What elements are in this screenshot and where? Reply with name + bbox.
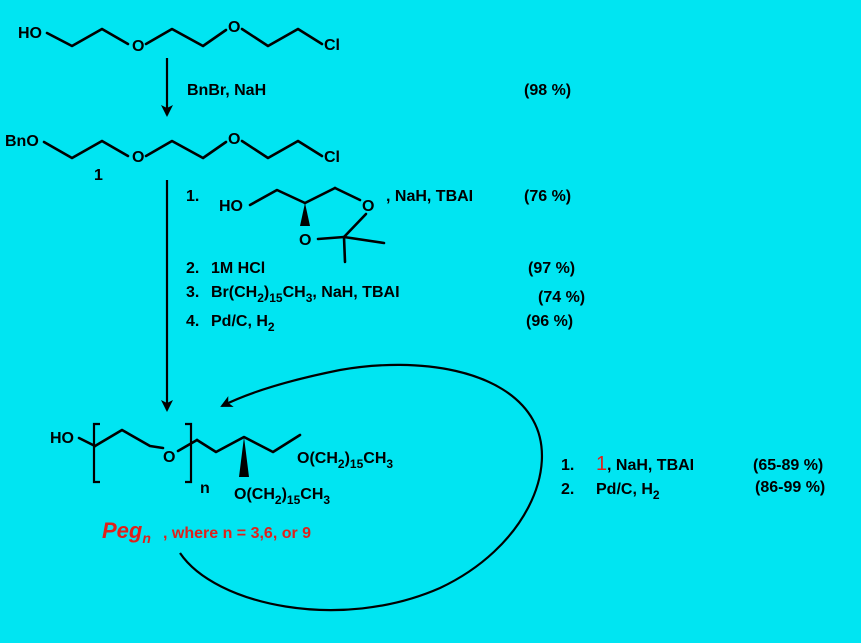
c1-o1: O: [132, 149, 144, 166]
step-4-reagents: Pd/C, H2: [211, 313, 275, 334]
peg-description: , where n = 3,6, or 9: [163, 525, 311, 542]
cycle-step1-ref: 1: [596, 453, 607, 475]
step1-yield: (98 %): [524, 82, 571, 99]
step-3-yield: (74 %): [538, 289, 585, 306]
start-cl: Cl: [324, 37, 340, 54]
solketal-ch2: [303, 186, 337, 205]
solketal-ring-top: [333, 186, 362, 202]
step-2-num: 2.: [186, 260, 199, 277]
cycle-step1-yield: (65-89 %): [753, 457, 823, 474]
product-structure: HO O n O(CH2)15CH3 O(CH2)15CH3: [50, 422, 393, 507]
bracket-right: [185, 422, 193, 484]
cycle-arrow: [179, 363, 543, 612]
start-chain-3: [240, 27, 324, 48]
start-ho: HO: [18, 25, 42, 42]
cycle-step1-reagents: , NaH, TBAI: [607, 457, 694, 474]
product-wedge: [239, 437, 249, 477]
step-4-yield: (96 %): [526, 313, 573, 330]
step-1-reagents: , NaH, TBAI: [386, 188, 473, 205]
product-o-bond: [176, 438, 199, 453]
starting-material: HO O O Cl: [18, 19, 340, 55]
product-n: n: [200, 480, 210, 497]
solketal-methyl-2: [342, 235, 386, 245]
solketal-wedge: [300, 203, 310, 226]
product-ho-bond: [77, 436, 97, 448]
solketal-structure: HO O O: [219, 186, 386, 264]
product-glycerol-chain: [195, 433, 302, 454]
step-1-num: 1.: [186, 188, 199, 205]
step-1-yield: (76 %): [524, 188, 571, 205]
c1-cl: Cl: [324, 149, 340, 166]
step-4-num: 4.: [186, 313, 199, 330]
step-3-reagents: Br(CH2)15CH3, NaH, TBAI: [211, 284, 400, 305]
cycle-step1-num: 1.: [561, 457, 574, 474]
solketal-o2: O: [299, 232, 311, 249]
peg-label: Pegn: [102, 518, 151, 546]
start-chain-1: [45, 27, 130, 48]
bracket-left: [92, 422, 100, 484]
start-o2: O: [228, 19, 240, 36]
start-chain-2: [144, 27, 228, 48]
cycle-step2-num: 2.: [561, 481, 574, 498]
solketal-chain: [248, 188, 307, 207]
product-ho: HO: [50, 430, 74, 447]
compound-1: BnO O O Cl 1: [5, 131, 340, 184]
compound-1-label: 1: [94, 167, 103, 184]
c1-chain-3: [240, 139, 324, 160]
cycle-step2-yield: (86-99 %): [755, 479, 825, 496]
solketal-ring-right: [342, 212, 368, 239]
product-ether-top: O(CH2)15CH3: [297, 450, 393, 471]
solketal-o1: O: [362, 198, 374, 215]
c1-o2: O: [228, 131, 240, 148]
c1-chain-1: [42, 139, 130, 160]
c1-bno: BnO: [5, 133, 39, 150]
step-2-yield: (97 %): [528, 260, 575, 277]
solketal-ring-bottom: [316, 235, 346, 241]
solketal-methyl-1: [342, 235, 347, 264]
step-2-reagents: 1M HCl: [211, 260, 265, 277]
product-repeat-chain: [93, 428, 165, 450]
cycle-step2-reagents: Pd/C, H2: [596, 481, 660, 502]
step-3-num: 3.: [186, 284, 199, 301]
start-o1: O: [132, 38, 144, 55]
product-o-chain: O: [163, 449, 175, 466]
step1-reagents: BnBr, NaH: [187, 82, 266, 99]
solketal-ho: HO: [219, 198, 243, 215]
c1-chain-2: [144, 139, 228, 160]
product-ether-bottom: O(CH2)15CH3: [234, 486, 330, 507]
